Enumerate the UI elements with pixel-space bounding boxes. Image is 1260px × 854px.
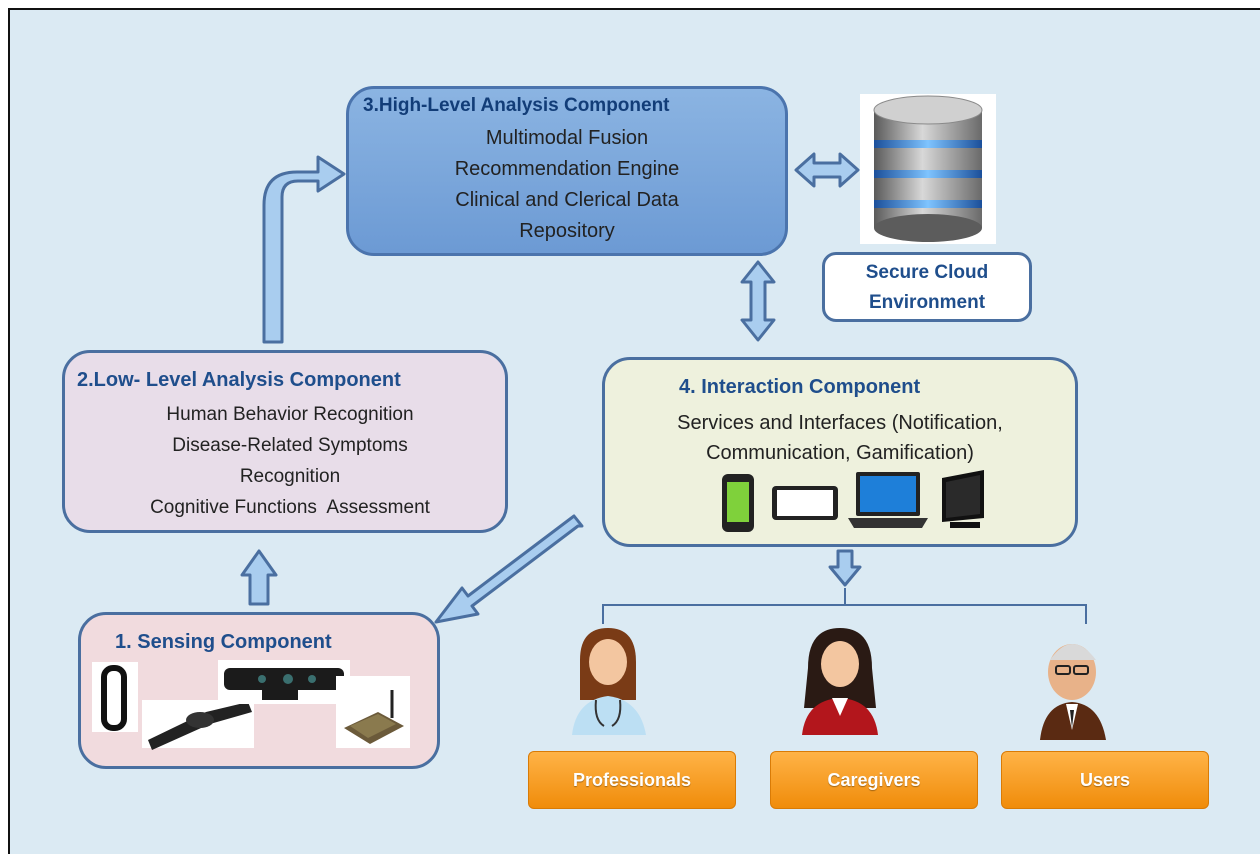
high-level-line: Clinical and Clerical Data xyxy=(455,189,679,211)
low-level-line: Recognition xyxy=(239,466,341,487)
circuit-board-icon xyxy=(336,676,410,748)
role-caregivers: Caregivers xyxy=(770,751,978,809)
role-professionals: Professionals xyxy=(528,751,736,809)
doctor-icon xyxy=(572,628,646,735)
low-level-line: Human Behavior Recognition xyxy=(166,404,414,425)
secure-cloud-box: Secure Cloud Environment xyxy=(822,252,1032,322)
high-level-line: Repository xyxy=(519,220,615,242)
interaction-line: Services and Interfaces (Notification, xyxy=(677,412,1003,434)
arrow-low-to-high xyxy=(262,155,346,344)
caregiver-icon xyxy=(802,628,878,735)
database-icon xyxy=(860,94,996,244)
laptop-icon xyxy=(848,472,928,528)
cloud-label-line: Secure Cloud xyxy=(865,262,989,283)
wristband-icon xyxy=(92,662,138,732)
interaction-line: Communication, Gamification) xyxy=(706,442,974,464)
elderly-user-icon xyxy=(1040,644,1106,740)
high-level-analysis-box: 3.High-Level Analysis Component Multimod… xyxy=(346,86,788,256)
strap-sensor-icon xyxy=(142,700,254,750)
tablet-icon xyxy=(772,486,838,520)
roles-bracket xyxy=(602,588,1087,624)
high-level-line: Recommendation Engine xyxy=(454,158,680,180)
arrow-interaction-to-sense xyxy=(434,514,584,624)
depth-camera-icon xyxy=(218,660,350,704)
arrow-sense-to-low xyxy=(240,549,278,606)
high-level-title: 3.High-Level Analysis Component xyxy=(363,95,670,116)
low-level-title: 2.Low- Level Analysis Component xyxy=(77,369,401,391)
interaction-component-box: 4. Interaction Component Services and In… xyxy=(602,357,1078,547)
low-level-analysis-box: 2.Low- Level Analysis Component Human Be… xyxy=(62,350,508,533)
interaction-title: 4. Interaction Component xyxy=(679,376,921,398)
low-level-line: Cognitive Functions Assessment xyxy=(150,497,430,518)
low-level-line: Disease-Related Symptoms xyxy=(172,435,408,456)
monitor-icon xyxy=(942,470,984,528)
sensing-title: 1. Sensing Component xyxy=(115,631,332,653)
cloud-label-line: Environment xyxy=(868,292,986,313)
role-users: Users xyxy=(1001,751,1209,809)
high-level-line: Multimodal Fusion xyxy=(485,127,649,149)
arrow-high-interaction xyxy=(740,260,776,342)
smartphone-icon xyxy=(722,474,754,532)
arrow-high-cloud xyxy=(794,152,860,188)
arrow-interaction-to-roles xyxy=(828,549,862,587)
